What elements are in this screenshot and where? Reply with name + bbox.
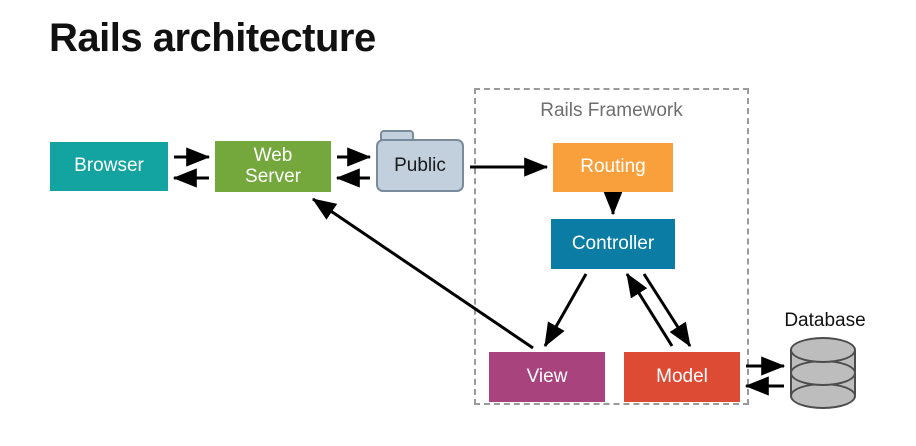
page-title: Rails architecture bbox=[49, 16, 376, 60]
node-web-server-label: Web Server bbox=[245, 144, 301, 187]
node-controller-label: Controller bbox=[571, 232, 655, 254]
node-browser[interactable]: Browser bbox=[50, 142, 168, 191]
node-public[interactable]: Public bbox=[376, 130, 464, 192]
database-cylinder-icon[interactable] bbox=[790, 337, 856, 409]
node-public-label: Public bbox=[394, 154, 446, 176]
db-disc-middle bbox=[790, 360, 856, 386]
node-controller[interactable]: Controller bbox=[551, 219, 675, 269]
node-view-label: View bbox=[526, 365, 568, 387]
node-routing-label: Routing bbox=[580, 156, 646, 178]
node-web-server-label-line1: Web bbox=[253, 144, 293, 166]
node-model-label: Model bbox=[656, 365, 708, 387]
rails-framework-label: Rails Framework bbox=[540, 100, 683, 121]
db-disc-bottom bbox=[790, 383, 856, 409]
node-routing[interactable]: Routing bbox=[553, 143, 673, 192]
node-web-server[interactable]: Web Server bbox=[215, 141, 331, 192]
node-web-server-label-line2: Server bbox=[245, 165, 301, 187]
node-public-body: Public bbox=[376, 139, 464, 192]
node-model[interactable]: Model bbox=[624, 352, 740, 402]
node-browser-label: Browser bbox=[74, 155, 144, 177]
node-view[interactable]: View bbox=[489, 352, 605, 402]
db-disc-top bbox=[790, 337, 856, 363]
node-database-label: Database bbox=[784, 310, 866, 331]
